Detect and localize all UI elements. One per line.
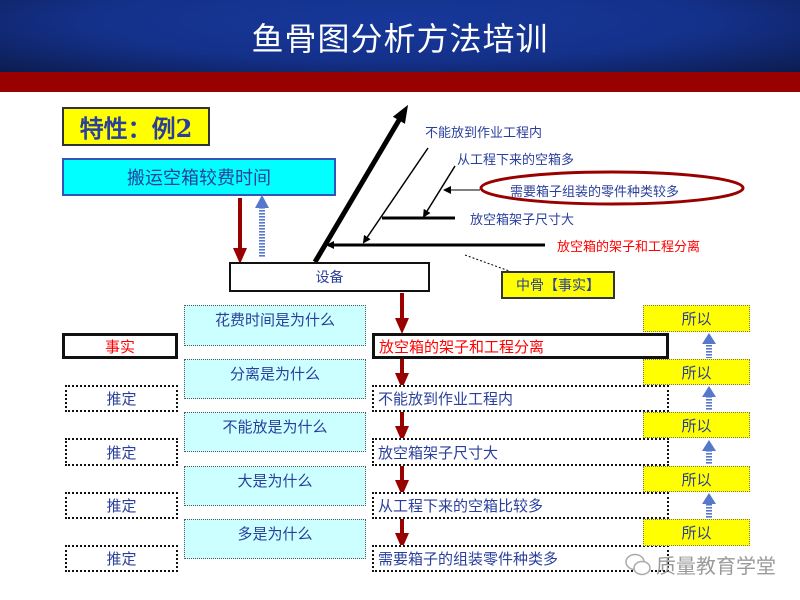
- bone-label-5: 放空箱的架子和工程分离: [557, 240, 701, 255]
- answer-box: 需要箱子的组装零件种类多: [372, 545, 669, 572]
- wechat-icon: [625, 553, 651, 575]
- category-box: 设备: [229, 262, 430, 292]
- answer-box: 从工程下来的空箱比较多: [372, 492, 669, 519]
- header-bar: [0, 0, 800, 72]
- slide-title: 鱼骨图分析方法培训: [251, 20, 549, 58]
- bone-label-1: 不能放到作业工程内: [425, 126, 543, 141]
- middle-bone-label: 中骨【事实】: [501, 271, 615, 299]
- up-arrow-blue: [259, 206, 265, 258]
- problem-box: 搬运空箱较费时间: [62, 158, 336, 196]
- assumption-type-box: 推定: [65, 385, 178, 412]
- bone-label-3: 需要箱子组装的零件种类较多: [510, 185, 680, 200]
- answer-box: 不能放到作业工程内: [372, 385, 669, 412]
- why-question-3: 不能放是为什么: [184, 412, 366, 452]
- why-question-2: 分离是为什么: [184, 359, 366, 399]
- therefore-up-arrows: [702, 333, 716, 518]
- therefore-box: 所以: [643, 519, 750, 546]
- assumption-type-box: 推定: [65, 492, 178, 519]
- bone-label-2: 从工程下来的空箱多: [457, 153, 575, 168]
- therefore-box: 所以: [643, 412, 750, 438]
- therefore-box: 所以: [643, 359, 750, 385]
- watermark-text: 质量教育学堂: [656, 554, 776, 578]
- assumption-type-box: 推定: [65, 438, 178, 466]
- fact-type-box: 事实: [62, 333, 178, 359]
- therefore-box: 所以: [643, 466, 750, 492]
- fishbone-spine: [312, 104, 409, 264]
- header-red-band: [0, 72, 800, 92]
- assumption-type-box: 推定: [65, 545, 178, 572]
- answer-box: 放空箱架子尺寸大: [372, 438, 669, 466]
- highlight-ellipse: [479, 170, 745, 206]
- why-question-4: 大是为什么: [184, 466, 366, 506]
- watermark: 质量教育学堂: [624, 550, 776, 579]
- callout-line: [464, 254, 513, 273]
- bone-label-4: 放空箱架子尺寸大: [470, 213, 575, 228]
- small-bone-1: [362, 147, 429, 244]
- small-bone-3: [422, 165, 456, 218]
- why-question-1: 花费时间是为什么: [184, 305, 366, 346]
- characteristic-label: 特性：例2: [62, 107, 210, 146]
- why-question-5: 多是为什么: [184, 519, 366, 559]
- answer-box-fact: 放空箱的架子和工程分离: [372, 333, 669, 359]
- therefore-box: 所以: [643, 305, 750, 332]
